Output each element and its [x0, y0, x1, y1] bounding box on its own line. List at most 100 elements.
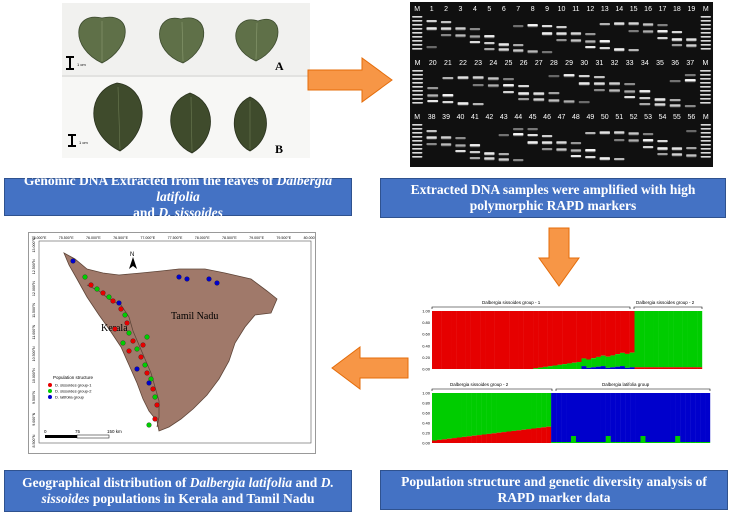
- structure-bar-segment: [566, 442, 572, 443]
- structure-bar-segment: [518, 311, 524, 369]
- gel-band: [412, 152, 423, 154]
- gel-band: [599, 40, 610, 43]
- structure-bar-segment: [705, 393, 711, 442]
- population-point: [146, 380, 152, 386]
- structure-bar-segment: [687, 367, 693, 369]
- structure-bar-segment: [605, 311, 611, 357]
- structure-bar-segment: [556, 442, 562, 443]
- gel-lane-label: 10: [558, 6, 566, 13]
- structure-ytick: 0.20: [422, 431, 431, 436]
- top-group-right-label: Dalbergia sissoides group - 2: [636, 300, 695, 305]
- gel-band: [700, 124, 711, 126]
- structure-bar-segment: [526, 429, 532, 443]
- population-point: [120, 340, 126, 346]
- gel-band: [642, 133, 654, 136]
- structure-bar-segment: [466, 436, 472, 443]
- gel-band: [487, 85, 499, 88]
- structure-ytick: 0.20: [422, 355, 431, 360]
- structure-bar-segment: [506, 431, 512, 443]
- gel-band: [513, 44, 524, 47]
- structure-bar-segment: [480, 311, 486, 369]
- population-point: [122, 312, 128, 318]
- structure-ytick: 0.80: [422, 320, 431, 325]
- gel-band: [442, 94, 454, 97]
- gel-band: [669, 99, 681, 102]
- gel-band: [457, 103, 469, 106]
- structure-bar-segment: [705, 442, 711, 443]
- gel-band: [503, 78, 514, 81]
- structure-ytick: 1.00: [422, 391, 431, 396]
- structure-bar-segment: [650, 442, 656, 443]
- structure-bar-segment: [620, 442, 626, 443]
- population-point: [176, 274, 182, 280]
- gel-lane-label: 55: [673, 114, 681, 121]
- gel-band: [700, 140, 711, 142]
- gel-band: [412, 144, 423, 146]
- gel-band: [455, 137, 466, 140]
- gel-band: [440, 137, 452, 140]
- structure-bar-segment: [625, 442, 631, 443]
- gel-band: [412, 32, 423, 34]
- structure-bar-segment: [516, 393, 522, 431]
- gel-band: [657, 37, 668, 40]
- gel-lane-label: 33: [626, 60, 634, 67]
- tamil-nadu-label: Tamil Nadu: [171, 311, 218, 322]
- structure-bar-segment: [556, 393, 562, 442]
- structure-bar-segment: [655, 442, 661, 443]
- gel-lane-label: 22: [459, 60, 467, 67]
- map-scale-bar: 0 75 150 km: [44, 429, 122, 439]
- population-point: [100, 290, 106, 296]
- gel-lane-label: 1: [430, 6, 434, 13]
- gel-band: [487, 78, 499, 81]
- gel-band: [412, 94, 424, 96]
- gel-band: [671, 154, 683, 157]
- gel-band: [457, 76, 469, 79]
- structure-bar-segment: [481, 393, 487, 435]
- structure-bar-segment: [436, 439, 443, 443]
- structure-bar-segment: [658, 367, 664, 369]
- svg-text:0: 0: [44, 429, 47, 434]
- gel-band: [700, 48, 711, 50]
- structure-bar-segment: [521, 393, 527, 430]
- gel-band: [614, 139, 625, 142]
- gel-lane-label: M: [703, 6, 709, 13]
- structure-bar-segment: [575, 393, 582, 442]
- structure-bar-segment: [581, 311, 587, 359]
- structure-bar-segment: [528, 311, 534, 369]
- structure-ytick: 0.40: [422, 343, 431, 348]
- gel-band: [699, 86, 711, 88]
- gel-band: [642, 146, 654, 149]
- structure-bar-segment: [663, 367, 669, 369]
- gel-band: [427, 87, 439, 90]
- gel-band: [469, 35, 481, 38]
- gel-band: [426, 143, 437, 146]
- structure-bar-segment: [471, 393, 477, 436]
- gel-band: [657, 24, 668, 27]
- top-group-left-label: Dalbergia sissoides group - 1: [482, 300, 541, 305]
- structure-bar-segment: [531, 393, 537, 429]
- gel-band: [455, 150, 466, 153]
- gel-lane-label: 53: [644, 114, 652, 121]
- gel-band: [455, 28, 466, 31]
- gel-lane-label: 4: [473, 6, 477, 13]
- structure-bar-segment: [496, 393, 502, 433]
- gel-band: [609, 90, 620, 93]
- structure-bar-segment: [655, 393, 661, 442]
- population-point: [148, 376, 154, 382]
- structure-bar-segment: [605, 367, 611, 369]
- gel-lane-label: 46: [543, 114, 551, 121]
- structure-bar-segment: [485, 311, 491, 369]
- gel-band: [570, 150, 582, 153]
- gel-band: [628, 23, 639, 26]
- structure-bar-segment: [610, 442, 616, 443]
- structure-bar-segment: [687, 311, 693, 368]
- gel-lane-label: M: [415, 60, 421, 67]
- structure-bar-segment: [692, 367, 698, 369]
- structure-bar-segment: [690, 442, 696, 443]
- gel-band: [513, 49, 524, 52]
- gel-lane-label: 11: [572, 6, 579, 13]
- structure-bar-segment: [640, 436, 646, 443]
- population-point: [142, 362, 148, 368]
- structure-bar-segment: [615, 442, 621, 443]
